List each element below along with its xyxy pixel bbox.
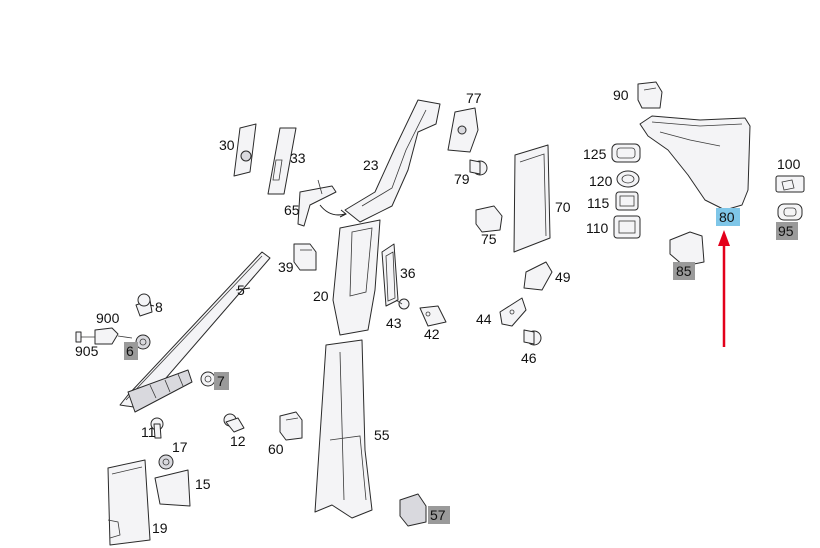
part-12-screw[interactable] [223,413,245,433]
part-labels: 5 8 900 905 6 7 11 12 17 15 19 30 33 65 … [75,87,801,536]
part-85-cover[interactable] [669,231,705,267]
part-57-clip[interactable] [399,493,427,527]
label-120[interactable]: 120 [589,173,613,189]
part-23-b-pillar-upper[interactable] [344,99,441,223]
label-125[interactable]: 125 [583,146,607,162]
part-100-cover[interactable] [775,175,805,193]
label-6-highlight [124,342,138,360]
label-7[interactable]: 7 [217,373,225,389]
label-39[interactable]: 39 [278,259,294,275]
label-80[interactable]: 80 [719,209,735,225]
label-43[interactable]: 43 [386,315,402,331]
part-44-bracket[interactable] [499,297,527,327]
part-6-clip[interactable] [135,334,151,350]
part-17-clip[interactable] [158,454,174,470]
part-8-screw[interactable] [135,293,153,317]
part-11-screw[interactable] [150,417,164,439]
part-43-screw[interactable] [395,298,410,310]
arrow-65-23 [319,204,346,216]
label-57-highlight [428,506,450,524]
label-90[interactable]: 90 [613,87,629,103]
label-77[interactable]: 77 [466,90,482,106]
label-49[interactable]: 49 [555,269,571,285]
label-75[interactable]: 75 [481,231,497,247]
part-7-clip[interactable] [200,371,216,387]
label-30[interactable]: 30 [219,137,235,153]
label-36[interactable]: 36 [400,265,416,281]
part-42-bracket[interactable] [419,305,447,327]
part-77-cover[interactable] [447,107,479,153]
label-42[interactable]: 42 [424,326,440,342]
label-8[interactable]: 8 [155,299,163,315]
part-5-a-pillar-trim[interactable] [119,251,271,413]
part-80-d-pillar-trim[interactable] [639,115,751,211]
label-19[interactable]: 19 [152,520,168,536]
label-5[interactable]: 5 [237,282,245,298]
label-33[interactable]: 33 [290,150,306,166]
part-120-grommet[interactable] [616,170,640,188]
part-15-cover[interactable] [154,469,191,507]
part-65-bracket[interactable] [297,179,337,227]
leader-8 [149,304,155,307]
part-30-clip-strip[interactable] [233,123,257,177]
label-79[interactable]: 79 [454,171,470,187]
part-90-clip[interactable] [637,81,663,109]
part-49-cap[interactable] [523,261,553,291]
label-12[interactable]: 12 [230,433,246,449]
label-57[interactable]: 57 [430,507,446,523]
label-110[interactable]: 110 [586,220,609,236]
label-65[interactable]: 65 [284,202,300,218]
label-44[interactable]: 44 [476,311,492,327]
label-17[interactable]: 17 [172,439,188,455]
label-20[interactable]: 20 [313,288,329,304]
label-900[interactable]: 900 [96,310,120,326]
label-46[interactable]: 46 [521,350,537,366]
label-11[interactable]: 11 [141,424,156,440]
label-115[interactable]: 115 [587,195,610,211]
label-55[interactable]: 55 [374,427,390,443]
label-85-highlight [673,262,695,280]
leader-5 [235,287,251,291]
part-95-clip[interactable] [777,203,803,221]
label-15[interactable]: 15 [195,476,211,492]
label-23[interactable]: 23 [363,157,379,173]
part-125-grommet[interactable] [611,143,641,163]
label-80-highlight [716,208,740,226]
label-7-highlight [214,372,229,390]
part-60-clip[interactable] [279,411,303,441]
label-60[interactable]: 60 [268,441,284,457]
label-6[interactable]: 6 [126,343,134,359]
red-arrow-icon [718,230,730,347]
part-55-b-pillar-lower[interactable] [314,339,373,519]
part-115-grommet[interactable] [615,191,639,211]
label-95-highlight [776,222,798,240]
part-46-screw[interactable] [523,329,542,346]
part-19-panel[interactable] [107,459,151,546]
label-100[interactable]: 100 [777,156,801,172]
part-39-clip[interactable] [293,243,317,271]
part-905-connector[interactable] [75,327,133,345]
label-85[interactable]: 85 [676,263,692,279]
part-110-grommet[interactable] [613,215,641,239]
label-70[interactable]: 70 [555,199,571,215]
part-20-b-pillar-center[interactable] [332,219,381,336]
part-79-screw[interactable] [469,159,488,176]
label-905[interactable]: 905 [75,343,99,359]
part-33-strip[interactable] [267,127,297,195]
part-36-seal[interactable] [381,243,399,307]
part-75-clip[interactable] [475,205,503,233]
label-95[interactable]: 95 [778,223,794,239]
part-70-c-pillar-trim[interactable] [513,144,551,253]
